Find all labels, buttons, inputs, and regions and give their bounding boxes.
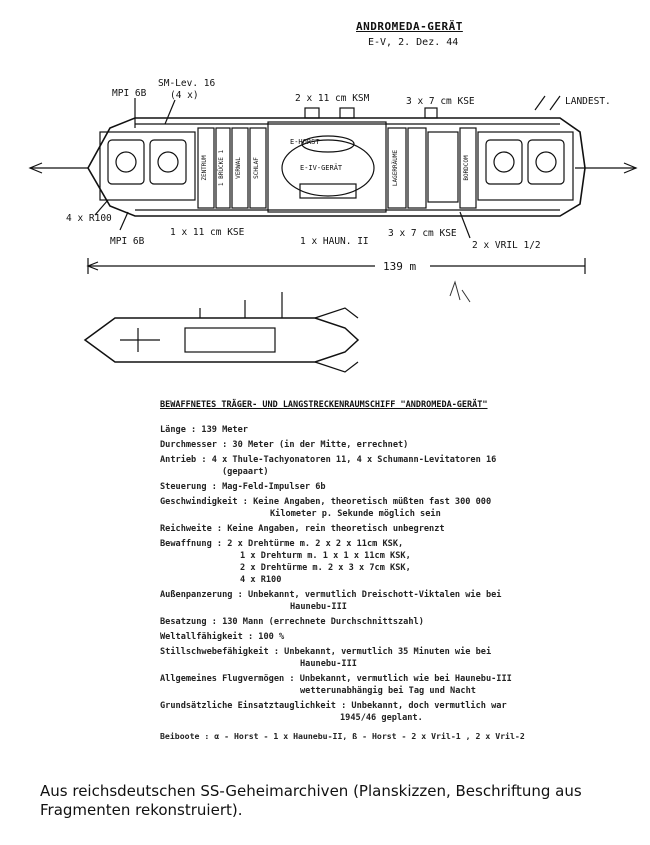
leader-sm-lev (164, 99, 176, 125)
label-mpi-bottom: MPI 6B (110, 236, 145, 247)
label-kse-bottom-left: 1 x 11 cm KSE (170, 227, 245, 238)
engine-c (485, 139, 523, 185)
label-kse-top: 3 x 7 cm KSE (406, 96, 475, 107)
landing-legs (534, 95, 561, 111)
label-vril: 2 x VRIL 1/2 (472, 240, 541, 251)
spec-row: Besatzung : 130 Mann (errechnete Durchsc… (160, 617, 424, 627)
spec-row: Beiboote : α - Horst - 1 x Haunebu-II, ß… (160, 731, 525, 741)
turret-top-3 (424, 107, 438, 119)
spec-row: Antrieb : 4 x Thule-Tachyonatoren 11, 4 … (160, 455, 497, 465)
spec-row: (gepaart) (222, 467, 269, 477)
label-landest: LANDEST. (565, 96, 611, 107)
hull-top-view (87, 117, 586, 217)
section-label: SCHLAF (253, 157, 260, 179)
section-label: LAGERRÄUME (392, 150, 399, 187)
label-sm-lev: SM-Lev. 16 (158, 78, 216, 89)
section-schlaf (249, 127, 267, 209)
section-bordcom (459, 127, 477, 209)
section-lager-2 (407, 127, 427, 209)
spec-row: Geschwindigkeit : Keine Angaben, theoret… (160, 497, 492, 507)
engine-d (527, 139, 565, 185)
spec-row: 2 x Drehtürme m. 2 x 3 x 7cm KSK, (240, 563, 411, 573)
spec-title: BEWAFFNETES TRÄGER- UND LANGSTRECKENRAUM… (160, 400, 488, 410)
section-label: 1 BRÜCKE 1 (218, 150, 225, 187)
spec-row: 4 x R100 (240, 575, 282, 585)
engine-b-core (157, 151, 179, 173)
engine-a-core (115, 151, 137, 173)
spec-row: Bewaffnung : 2 x Drehtürme m. 2 x 2 x 11… (160, 539, 404, 549)
spec-row: Kilometer p. Sekunde möglich sein (270, 509, 441, 519)
section-zentrum (197, 127, 215, 209)
label-e-horst: E-HORST (290, 138, 320, 146)
spec-row: Außenpanzerung : Unbekannt, vermutlich D… (160, 590, 502, 600)
spec-row: 1945/46 geplant. (340, 713, 423, 723)
label-kse-bottom-right: 3 x 7 cm KSE (388, 228, 457, 239)
label-mpi-top: MPI 6B (112, 88, 147, 99)
engine-d-core (535, 151, 557, 173)
spec-row: Länge : 139 Meter (160, 425, 248, 435)
spec-row: Allgemeines Flugvermögen : Unbekannt, ve… (160, 674, 512, 684)
spec-row: Grundsätzliche Einsatztauglichkeit : Unb… (160, 701, 507, 711)
spec-row: 1 x Drehturm m. 1 x 1 x 11cm KSK, (240, 551, 411, 561)
arrow-left-icon (28, 162, 43, 174)
engine-a (107, 139, 145, 185)
label-ksm-top: 2 x 11 cm KSM (295, 93, 370, 104)
hangar-bay (267, 121, 387, 213)
section-label: ZENTRUM (201, 155, 208, 181)
spec-row: Haunebu-III (300, 659, 357, 669)
spec-row: Steuerung : Mag-Feld-Impulser 6b (160, 482, 326, 492)
section-verwal (231, 127, 249, 209)
e4-geraet-craft (281, 139, 375, 197)
label-r100: 4 x R100 (66, 213, 112, 224)
turret-bay (427, 131, 459, 203)
section-label: BORDCOM (463, 155, 470, 181)
spec-row: Haunebu-III (290, 602, 347, 612)
e-horst-craft (301, 135, 355, 153)
turret-top-2 (339, 107, 355, 119)
section-bruecke (215, 127, 231, 209)
side-hangar (184, 327, 276, 353)
label-e4-geraet: E-IV-GERÄT (300, 164, 343, 172)
document-date: E-V, 2. Dez. 44 (368, 37, 459, 48)
spec-row: wetterunabhängig bei Tag und Nacht (300, 686, 476, 696)
section-lagerraeume (387, 127, 407, 209)
spec-row: Weltallfähigkeit : 100 % (160, 632, 285, 642)
leader-vril (459, 211, 471, 239)
engine-c-core (493, 151, 515, 173)
spec-row: Durchmesser : 30 Meter (in der Mitte, er… (160, 440, 409, 450)
engine-bay-right (477, 131, 574, 201)
label-haun: 1 x HAUN. II (300, 236, 369, 247)
handwritten-mark (449, 280, 471, 303)
hull-side-view (83, 317, 360, 363)
section-label: VERWAL (235, 157, 242, 179)
hangar-floor (299, 183, 357, 199)
spec-row: Reichweite : Keine Angaben, rein theoret… (160, 524, 445, 534)
leader-mpi-bottom (119, 211, 129, 231)
arrow-right-icon (623, 162, 638, 174)
label-sm-lev-count: (4 x) (170, 90, 199, 101)
label-length: 139 m (383, 260, 417, 273)
turret-top-1 (304, 107, 320, 119)
engine-b (149, 139, 187, 185)
figure-caption: Aus reichsdeutschen SS-Geheimarchiven (P… (40, 782, 582, 819)
dimension-arrow-left-icon (86, 261, 99, 271)
document-title: ANDROMEDA-GERÄT (356, 20, 463, 33)
side-fins (314, 307, 359, 373)
engine-bay-left (99, 131, 196, 201)
spec-row: Stillschwebefähigkeit : Unbekannt, vermu… (160, 647, 492, 657)
leader-r100 (94, 199, 109, 216)
